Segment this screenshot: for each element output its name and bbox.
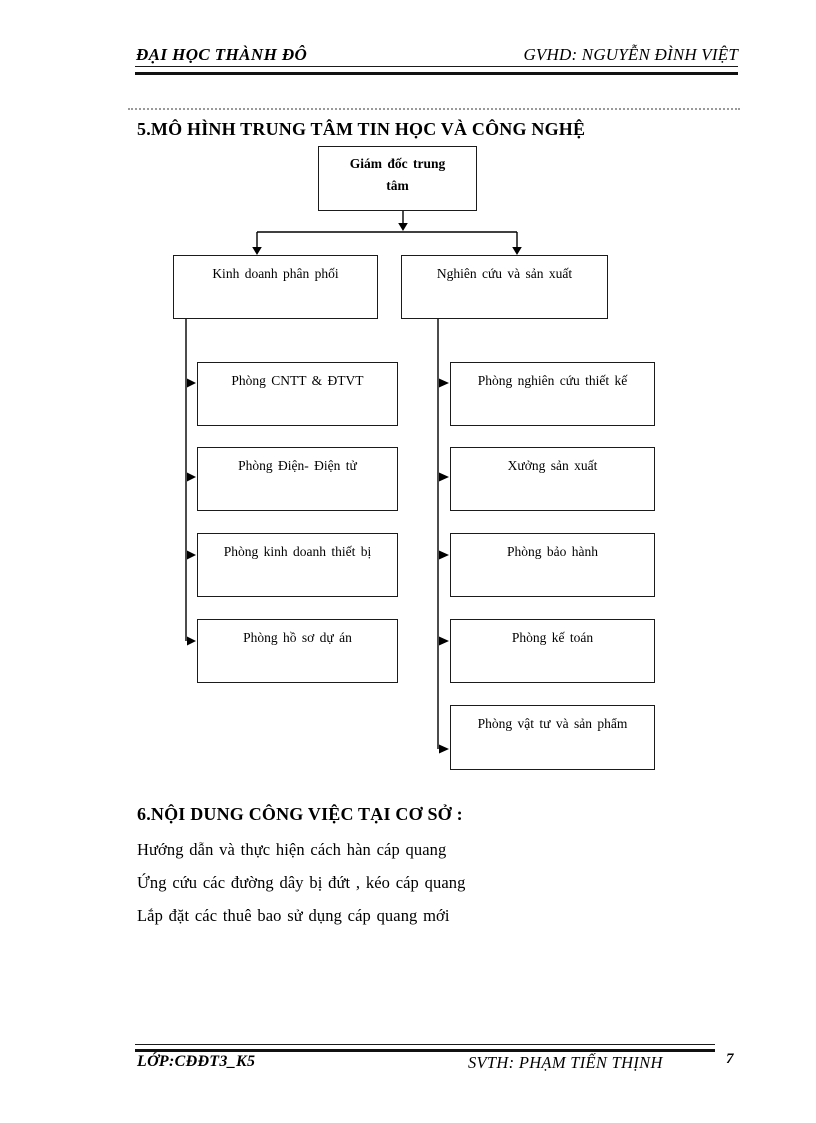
header-supervisor: GVHD: NGUYỄN ĐÌNH VIỆT	[523, 45, 738, 64]
section-5-title: 5.MÔ HÌNH TRUNG TÂM TIN HỌC VÀ CÔNG NGHỆ	[137, 119, 586, 139]
org-box-left-child-4: Phòng hồ sơ dự án	[197, 619, 398, 683]
section-6-title: 6.NỘI DUNG CÔNG VIỆC TẠI CƠ SỞ :	[137, 804, 463, 824]
org-box-branch-left: Kinh doanh phân phối	[173, 255, 378, 319]
org-box-root: Giám đốc trung tâm	[318, 146, 477, 211]
org-box-branch-right: Nghiên cứu và sản xuất	[401, 255, 608, 319]
header-school-name: ĐẠI HỌC THÀNH ĐÔ	[136, 45, 308, 64]
header-dotted-rule	[128, 108, 740, 110]
org-box-left-child-2: Phòng Điện- Điện tử	[197, 447, 398, 511]
org-box-right-child-4: Phòng kế toán	[450, 619, 655, 683]
footer-student: SVTH: PHẠM TIẾN THỊNH	[468, 1053, 663, 1072]
header-rule	[135, 66, 738, 75]
footer-class: LỚP:CĐĐT3_K5	[137, 1053, 256, 1070]
org-box-right-child-5: Phòng vật tư và sản phẩm	[450, 705, 655, 770]
org-box-left-child-1: Phòng CNTT & ĐTVT	[197, 362, 398, 426]
org-box-right-child-2: Xưởng sản xuất	[450, 447, 655, 511]
footer-rule	[135, 1044, 715, 1052]
org-box-left-child-3: Phòng kinh doanh thiết bị	[197, 533, 398, 597]
section-6-line-2: Ứng cứu các đường dây bị đứt , kéo cáp q…	[137, 873, 466, 892]
footer-page-number: 7	[726, 1051, 734, 1067]
section-6-line-3: Lắp đặt các thuê bao sử dụng cáp quang m…	[137, 906, 450, 925]
org-box-right-child-3: Phòng bảo hành	[450, 533, 655, 597]
section-6-line-1: Hướng dẫn và thực hiện cách hàn cáp quan…	[137, 840, 447, 859]
org-box-right-child-1: Phòng nghiên cứu thiết kế	[450, 362, 655, 426]
